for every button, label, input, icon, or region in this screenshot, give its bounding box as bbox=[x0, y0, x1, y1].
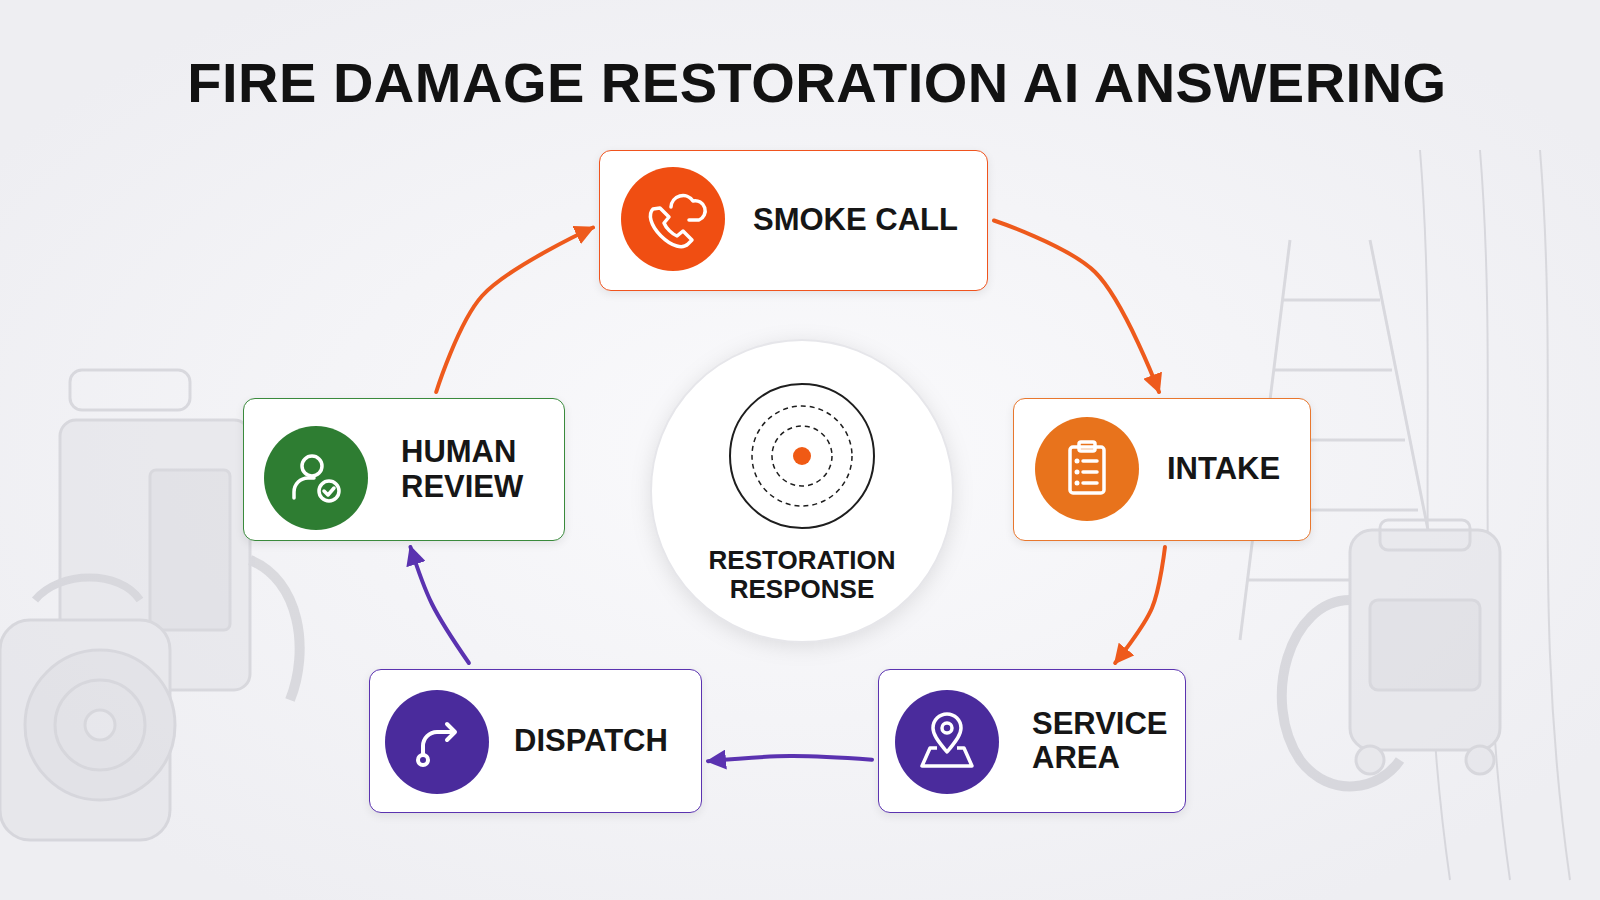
diagram-title: FIRE DAMAGE RESTORATION AI ANSWERING bbox=[0, 50, 1600, 115]
phone-smoke-icon bbox=[621, 167, 725, 271]
node-label: HUMAN REVIEW bbox=[401, 435, 541, 503]
node-label: INTAKE bbox=[1167, 452, 1280, 486]
step-box: DISPATCH bbox=[369, 669, 702, 813]
map-pin-icon bbox=[895, 690, 999, 794]
flow-arrow bbox=[994, 221, 1159, 393]
step-box: SMOKE CALL bbox=[599, 150, 988, 291]
response-rings-icon bbox=[730, 384, 874, 528]
person-check-icon bbox=[264, 426, 368, 530]
title-text: FIRE DAMAGE RESTORATION AI ANSWERING bbox=[34, 50, 1600, 115]
circle-shape bbox=[651, 340, 953, 642]
flow-arrow bbox=[708, 756, 872, 761]
dispatch-arrow-icon bbox=[385, 690, 489, 794]
center-circle: RESTORATION RESPONSE bbox=[649, 338, 955, 644]
node-label: SERVICE AREA bbox=[1032, 707, 1168, 775]
clipboard-icon bbox=[1035, 417, 1139, 521]
flow-arrow bbox=[1115, 547, 1165, 663]
step-box: INTAKE bbox=[1013, 398, 1311, 541]
node-label: RESTORATION RESPONSE bbox=[687, 546, 917, 603]
node-label: SMOKE CALL bbox=[753, 203, 958, 237]
flow-arrow bbox=[436, 228, 593, 392]
node-label: DISPATCH bbox=[514, 724, 668, 758]
step-box: HUMAN REVIEW bbox=[243, 398, 565, 541]
flow-arrow bbox=[410, 547, 468, 663]
step-box: SERVICE AREA bbox=[878, 669, 1186, 813]
